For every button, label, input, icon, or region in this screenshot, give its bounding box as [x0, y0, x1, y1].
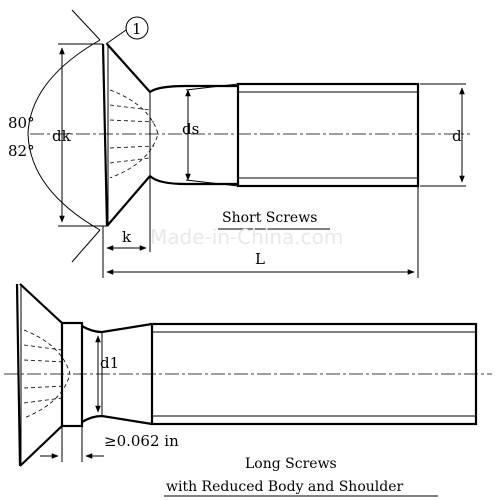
dk-label: dk: [52, 127, 72, 145]
angle-80-label: 80°: [8, 114, 35, 132]
short-screw-head-face: [101, 43, 109, 227]
long-screw-cone-top: [19, 283, 63, 324]
callout-circle: [125, 16, 149, 40]
shoulder-label: ≥0.062 in: [104, 432, 179, 450]
d-label: d: [452, 127, 462, 145]
watermark: Made-in-China.com: [150, 225, 343, 249]
angle-arc: [27, 39, 101, 231]
long-screw-head-face: [15, 283, 22, 467]
L-label: L: [255, 250, 265, 268]
callout-number: 1: [132, 20, 142, 38]
k-label: k: [122, 228, 132, 246]
d1-label: d1: [100, 354, 119, 372]
long-screws-caption-line1: Long Screws: [245, 456, 337, 472]
long-screw-recess: [23, 329, 71, 419]
long-screws-caption-line2: with Reduced Body and Shoulder: [166, 479, 403, 495]
short-screw-cone-bottom: [106, 175, 151, 227]
callout-leader: [105, 29, 127, 45]
long-screw-shoulder: [60, 321, 84, 428]
short-screw-recess: [109, 89, 159, 179]
short-screw-cone-top: [106, 43, 151, 93]
angle-82-label: 82°: [8, 142, 35, 160]
short-screws-caption: Short Screws: [222, 210, 317, 226]
ds-label: ds: [182, 120, 199, 138]
short-screw: dk ds d 80° 82° 1 k L Short Screws: [8, 9, 470, 278]
short-screw-thread: [236, 82, 420, 188]
long-screw: d1 ≥0.062 in Long Screws with Reduced Bo…: [4, 283, 492, 497]
